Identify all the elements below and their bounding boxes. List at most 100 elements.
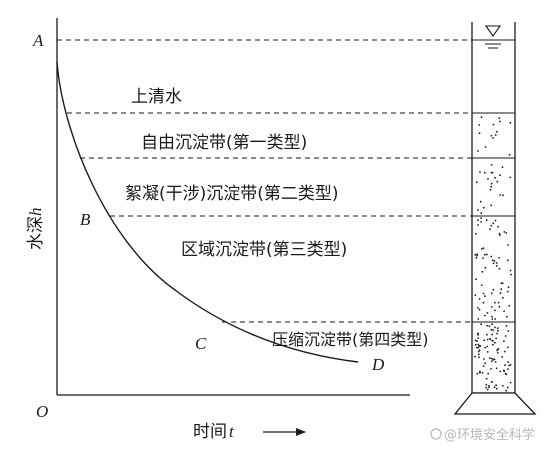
sediment-dot (496, 332, 498, 335)
sediment-dot (484, 314, 486, 317)
sediment-dot (505, 315, 508, 318)
sediment-dot (478, 349, 481, 351)
sediment-dot (490, 182, 493, 185)
point-label-A: A (32, 31, 44, 50)
sediment-dot (480, 284, 483, 286)
sediment-dot (477, 350, 480, 353)
sediment-dot (486, 338, 489, 341)
sediment-dot (482, 365, 485, 367)
sediment-dot (477, 353, 480, 356)
sediment-dot (494, 176, 497, 179)
sediment-dot (492, 288, 495, 291)
sediment-dot (476, 346, 478, 349)
sediment-dot (494, 341, 496, 344)
y-axis-label: 水深h (26, 208, 46, 251)
sediment-dot (481, 248, 483, 250)
sediment-dot (489, 228, 491, 231)
sediment-dot (499, 292, 502, 295)
sediment-dot (503, 350, 506, 353)
sediment-dot (491, 315, 493, 318)
sediment-dot (492, 123, 495, 126)
sediment-dot (503, 231, 506, 233)
sediment-dot (499, 234, 501, 237)
water-level-icon (484, 25, 502, 37)
sediment-dot (475, 232, 477, 235)
sediment-dot (478, 308, 481, 311)
sediment-dot (507, 368, 509, 370)
sediment-dot (477, 224, 479, 226)
x-axis-label-var: t (229, 422, 235, 441)
sediment-dot (503, 310, 505, 313)
sediment-dot (477, 346, 480, 349)
sediment-dot (491, 339, 494, 342)
sediment-dot (495, 337, 497, 340)
sediment-dot (505, 325, 508, 327)
sediment-dot (495, 264, 498, 267)
sediment-dot (494, 219, 497, 222)
sediment-dot (509, 363, 512, 366)
sediment-dot (491, 381, 493, 383)
sediment-dot (478, 298, 481, 300)
sediment-dot (484, 362, 487, 365)
sediment-dot (509, 176, 512, 179)
sediment-dot (486, 324, 489, 327)
sediment-dot (481, 270, 484, 273)
sediment-dot (501, 356, 503, 358)
sediment-dot (492, 222, 495, 225)
column-base (453, 392, 537, 415)
sediment-dot (486, 345, 489, 348)
sediment-dot (507, 361, 509, 363)
sediment-dot (474, 343, 477, 346)
sediment-dot (492, 358, 495, 361)
sediment-dot (494, 361, 497, 363)
sediment-dot (497, 329, 499, 332)
settling-curve (56, 61, 359, 363)
sediment-dot (495, 130, 498, 133)
sediment-dot (497, 301, 500, 304)
sediment-dots (474, 116, 512, 392)
sediment-dot (477, 318, 480, 320)
sediment-dot (503, 340, 505, 342)
sediment-dot (477, 337, 480, 339)
sediment-dot (499, 174, 501, 177)
sediment-dot (498, 257, 500, 259)
sediment-dot (477, 334, 479, 336)
sediment-dot (490, 204, 493, 207)
sediment-dot (491, 171, 494, 174)
sediment-dot (477, 219, 479, 222)
sediment-dot (494, 326, 496, 329)
sediment-dot (480, 220, 483, 223)
sediment-dot (489, 338, 492, 340)
sediment-dot (498, 232, 501, 235)
sediment-dot (495, 384, 497, 387)
sediment-dot (495, 387, 498, 390)
watermark: @环境安全科学 (430, 427, 535, 443)
sediment-dot (484, 253, 486, 256)
sediment-dot (505, 373, 508, 376)
sediment-dot (486, 253, 488, 256)
sediment-dot (502, 194, 504, 197)
sediment-dot (483, 358, 485, 360)
zone-boundaries (57, 39, 472, 323)
point-label-C: C (195, 334, 207, 353)
sediment-dot (506, 259, 509, 262)
sediment-dot (492, 262, 495, 265)
sediment-dot (495, 262, 498, 264)
sediment-dot (487, 372, 490, 375)
sediment-dot (489, 357, 491, 360)
sediment-dot (474, 294, 477, 296)
sediment-dot (486, 351, 489, 353)
sediment-dot (477, 332, 479, 335)
sediment-dot (505, 389, 507, 392)
zone-label-type2: 絮凝(干涉)沉淀带(第二类型) (125, 184, 339, 204)
sediment-dot (506, 386, 509, 389)
sediment-dot (482, 206, 485, 209)
sediment-dot (484, 266, 487, 269)
sediment-dot (507, 330, 510, 332)
sediment-dot (510, 273, 512, 276)
sediment-dot (487, 178, 489, 180)
sediment-dot (485, 386, 487, 389)
sediment-dot (504, 364, 506, 367)
